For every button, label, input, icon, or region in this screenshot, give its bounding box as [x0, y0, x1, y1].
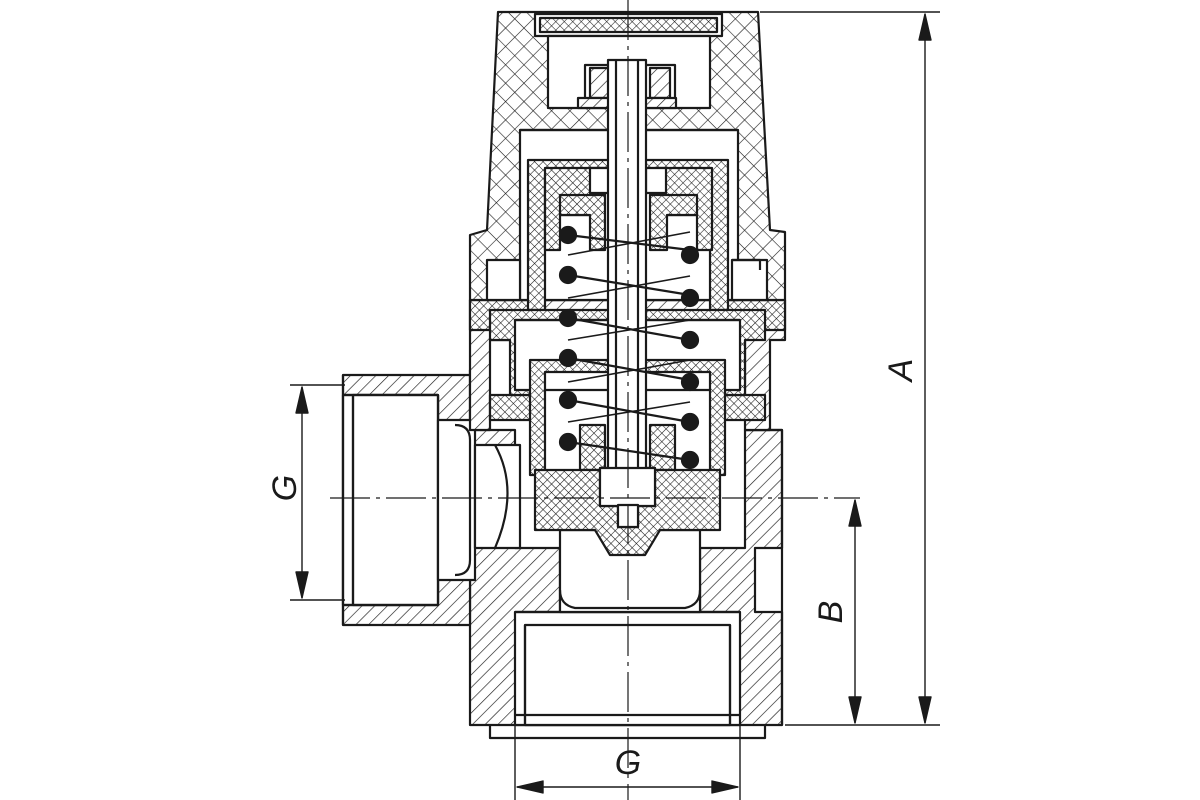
side-inlet	[341, 373, 522, 627]
dimension-label-b: B	[812, 601, 850, 624]
center-lines	[330, 0, 860, 800]
spring-housing	[526, 158, 730, 312]
dimension-label-g-side: G	[266, 475, 304, 501]
valve-body	[468, 368, 784, 740]
spring	[558, 225, 700, 470]
dimension-label-g-bottom: G	[615, 744, 641, 782]
dimension-label-a: A	[882, 359, 920, 384]
dimension-lines	[290, 11, 940, 800]
